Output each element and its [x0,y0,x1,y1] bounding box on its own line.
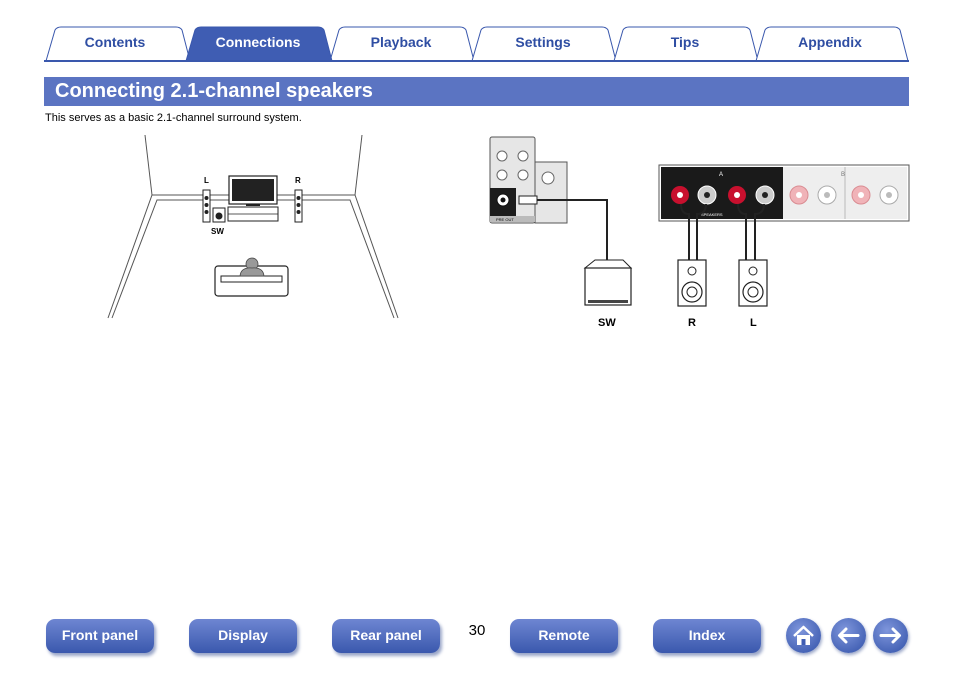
index-button[interactable]: Index [653,619,761,653]
speaker-wiring-diagram: PRE OUT A B SPEAKERS [489,136,910,329]
intro-text: This serves as a basic 2.1-channel surro… [45,112,302,124]
forward-button[interactable] [873,618,908,653]
arrow-left-icon [838,627,860,644]
back-button[interactable] [831,618,866,653]
left-speaker-unit-icon [738,259,768,307]
room-label-left: L [204,176,209,185]
room-label-right: R [295,176,301,185]
tab-shape-appendix [755,26,909,62]
tab-connections[interactable]: Connections [215,34,301,50]
room-label-subwoofer: SW [211,227,224,236]
wiring-label-subwoofer: SW [598,317,616,329]
home-button[interactable] [786,618,821,653]
tab-shape-playback [329,26,475,62]
tab-shape-contents [45,26,191,62]
terminal-a-label: A [719,172,723,178]
front-right-speaker-icon [294,189,303,223]
speaker-terminal-panel: A B SPEAKERS [658,164,910,222]
speakers-label: SPEAKERS [701,212,723,217]
tab-shapes [44,26,909,62]
title-bar: Connecting 2.1-channel speakers [44,77,909,106]
rca-plug-icon [518,195,538,205]
tab-playback[interactable]: Playback [370,34,432,50]
tab-contents[interactable]: Contents [84,34,146,50]
listener-sofa-icon [214,257,289,297]
wiring-label-left: L [750,317,757,329]
pre-out-label: PRE OUT [496,217,514,222]
wiring-label-right: R [688,317,696,329]
page-title: Connecting 2.1-channel speakers [55,80,373,102]
tab-shape-connections [185,26,333,62]
tab-tips[interactable]: Tips [670,34,700,50]
right-speaker-unit-icon [677,259,707,307]
tab-shape-settings [471,26,617,62]
tab-appendix[interactable]: Appendix [798,34,862,50]
pre-out-panel: PRE OUT [489,136,568,224]
room-layout-diagram: L R SW [107,134,399,319]
tab-shape-tips [613,26,759,62]
tab-bar: Contents Connections Playback Settings T… [0,0,954,64]
rear-panel-button[interactable]: Rear panel [332,619,440,653]
arrow-right-icon [879,627,901,644]
subwoofer-unit-icon [583,259,633,306]
home-icon [793,625,814,645]
speaker-cables [519,199,765,260]
front-left-speaker-icon [202,189,211,223]
tv-icon [227,175,279,222]
terminal-b-label: B [841,172,845,178]
display-button[interactable]: Display [189,619,297,653]
front-panel-button[interactable]: Front panel [46,619,154,653]
subwoofer-icon [212,207,226,223]
remote-button[interactable]: Remote [510,619,618,653]
page-number: 30 [468,622,486,639]
tab-settings[interactable]: Settings [515,34,571,50]
